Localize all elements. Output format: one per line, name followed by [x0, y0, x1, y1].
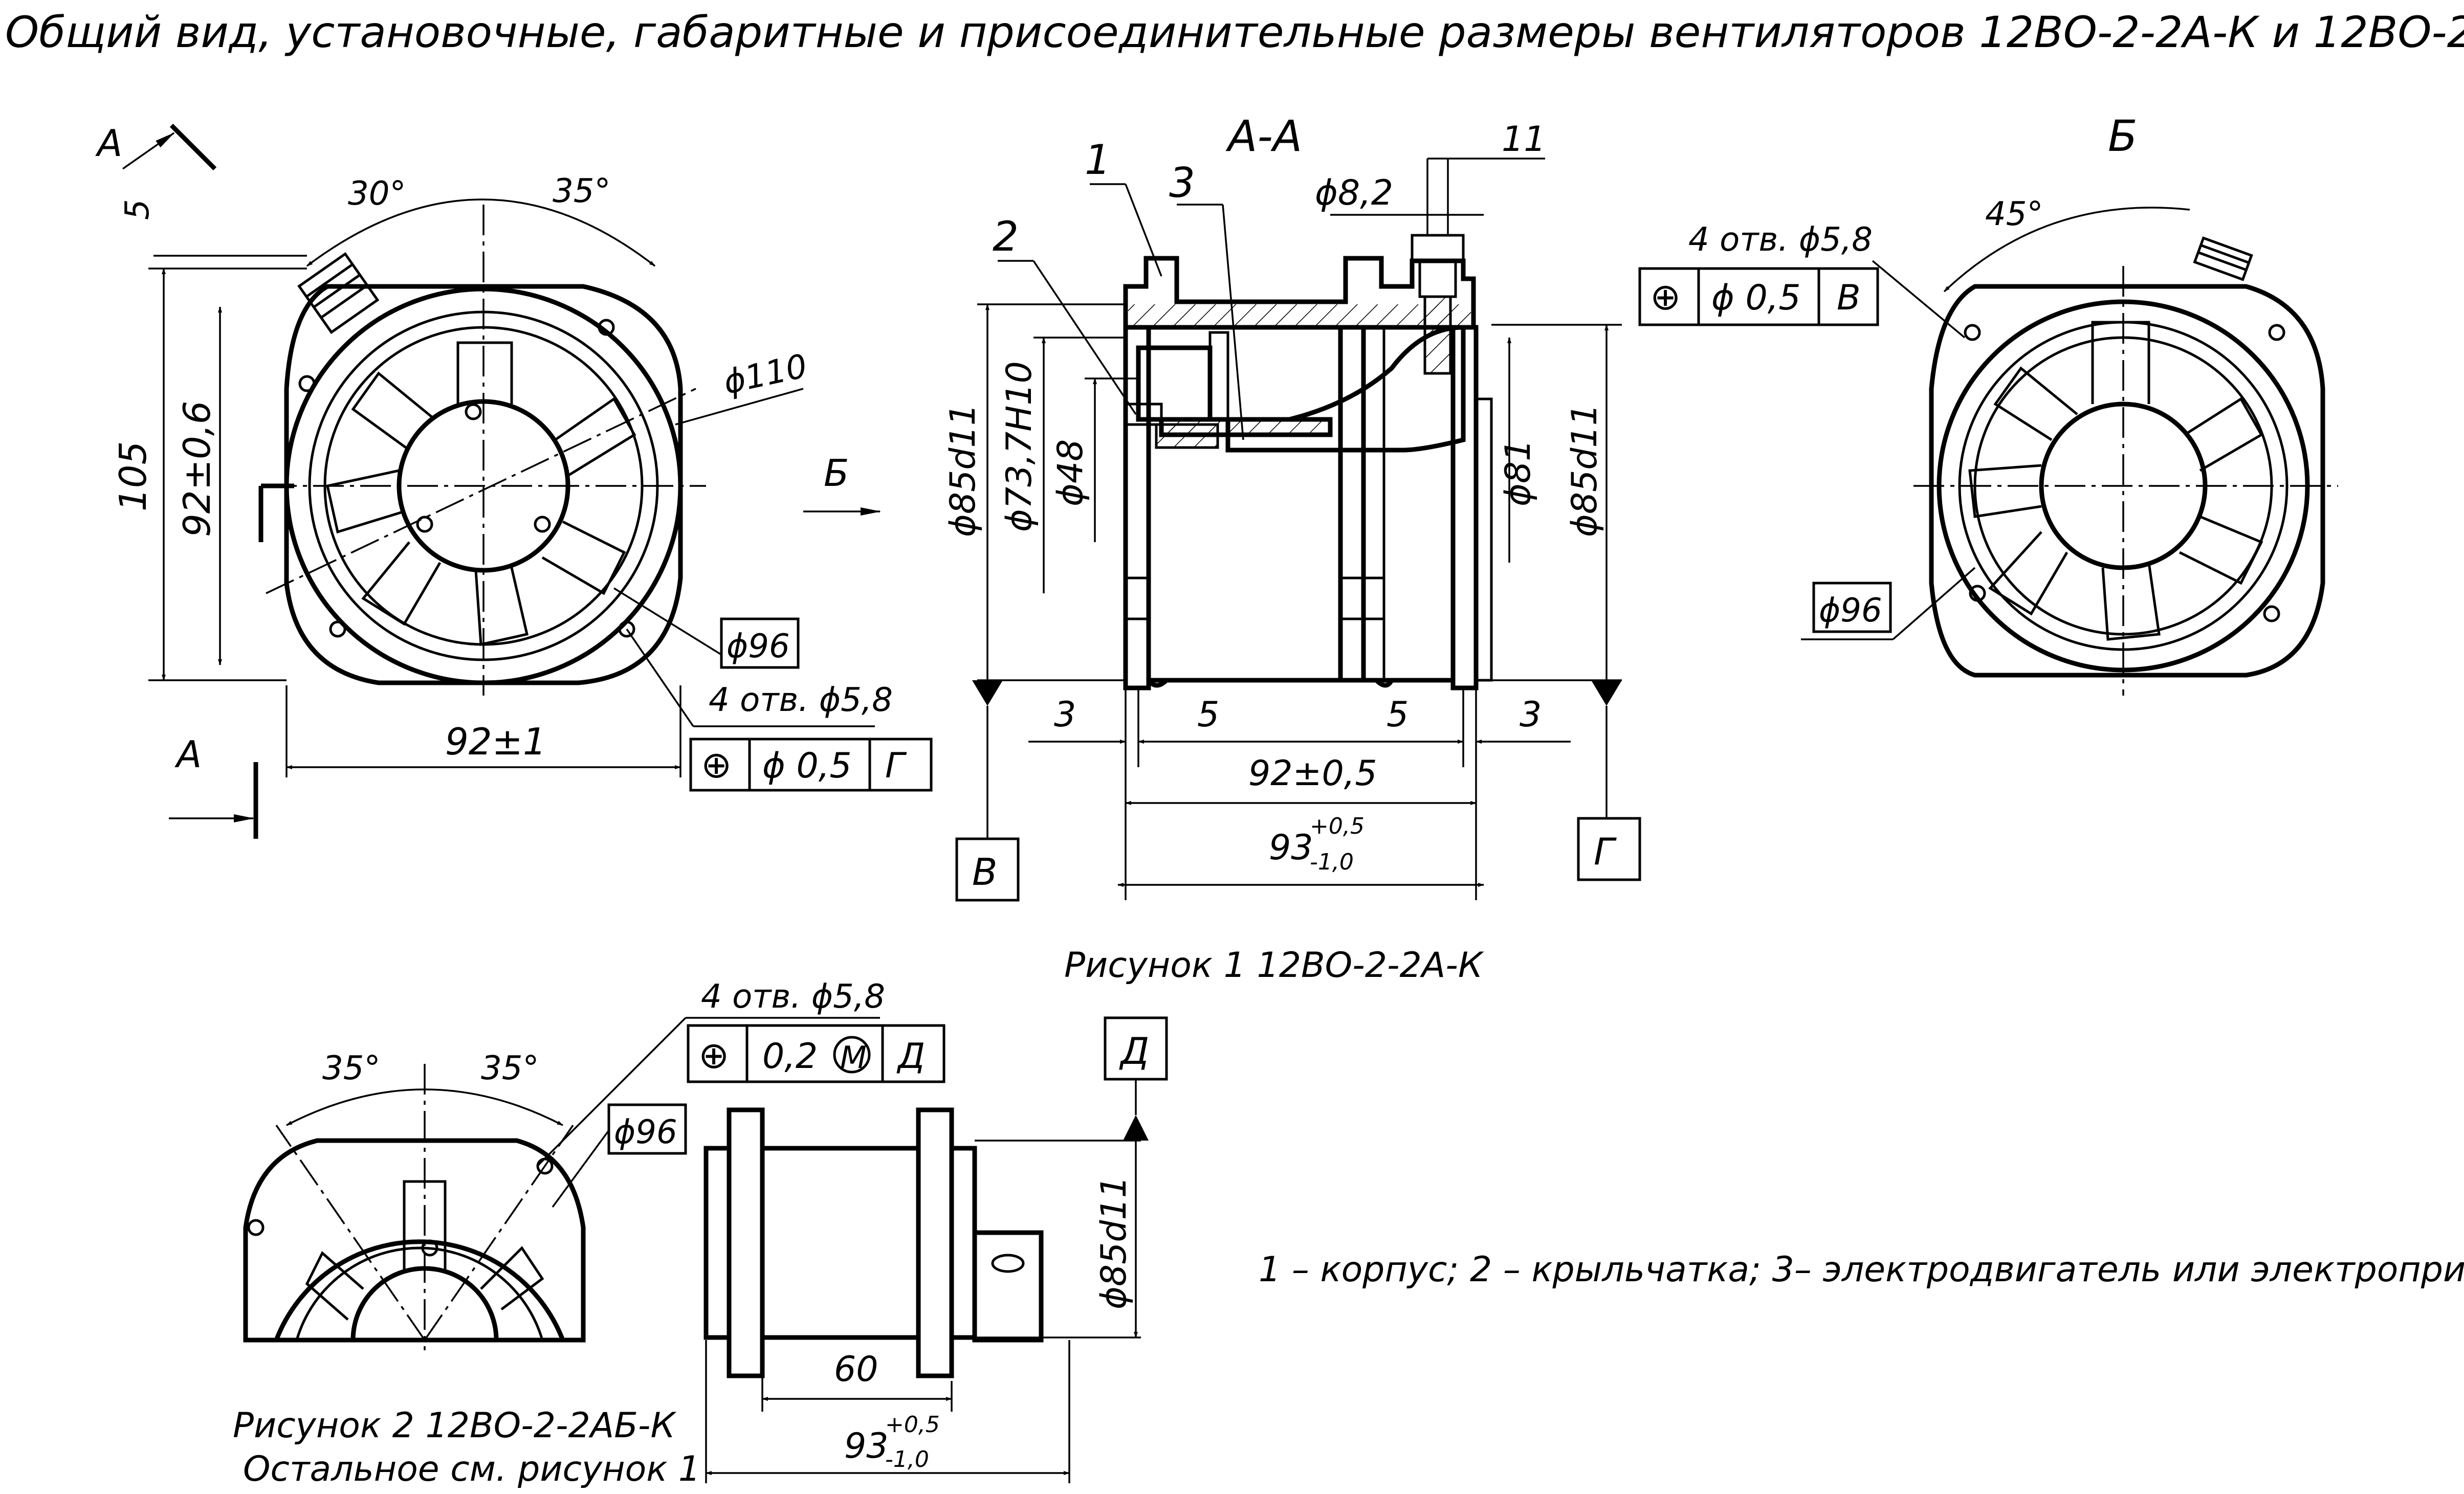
- section-connector: [1411, 234, 1465, 375]
- section-dim-92-05: 92±0,5: [1248, 753, 1377, 794]
- front-dim-5: 5: [119, 199, 157, 220]
- figure1-caption: Рисунок 1 12ВО-2-2А-К: [1064, 945, 1484, 986]
- front-hole-3: [329, 620, 346, 638]
- front-angle-35: 35°: [553, 172, 610, 210]
- section-dim-3-left: 3: [1054, 695, 1076, 735]
- fig1-section-view: А-А 1: [943, 111, 1641, 986]
- front-housing-outline: [284, 284, 683, 685]
- fig2-dim-93-base: 93: [844, 1426, 889, 1466]
- view-b-tol-value: ϕ 0,5: [1711, 278, 1801, 318]
- section-dim-d82: ϕ8,2: [1315, 173, 1393, 213]
- view-b-holes-label: 4 отв. ϕ5,8: [1688, 221, 1873, 259]
- fig1-view-b: Б 45° 4 отв. ϕ5,8: [1638, 111, 2338, 696]
- view-b-label: Б: [2108, 111, 2138, 161]
- view-b-tol-symbol: ⊕: [1650, 275, 1681, 318]
- section-dim-d48: ϕ48: [1050, 439, 1091, 506]
- section-housing: [1123, 256, 1476, 330]
- section-dim-5-left: 5: [1197, 695, 1219, 735]
- front-hole-4: [618, 620, 635, 638]
- fig2-tol-modifier: M: [840, 1040, 867, 1076]
- section-label: А-А: [1225, 111, 1302, 161]
- front-view-letter-b: Б: [824, 452, 849, 495]
- front-dim-d110: ϕ110: [720, 347, 810, 402]
- fig2-tol-symbol: ⊕: [698, 1034, 729, 1077]
- fig2-datum: Д: [1119, 1030, 1149, 1073]
- front-blades: [326, 341, 636, 646]
- fig2-tol-value: 0,2: [762, 1036, 818, 1077]
- section-dim-11: 11: [1502, 119, 1546, 160]
- figure2-caption-line1: Рисунок 2 12ВО-2-2АБ-К: [233, 1406, 676, 1446]
- fig2-dim-93-lower: -1,0: [885, 1446, 929, 1473]
- fig2-tolerance-frame: ⊕ 0,2 M Д: [687, 1024, 945, 1083]
- parts-legend: 1 – корпус; 2 – крыльчатка; 3– электродв…: [1259, 1250, 2464, 1290]
- section-dim-d737: ϕ73,7H10: [999, 361, 1040, 532]
- section-dim-93-upper: +0,5: [1310, 813, 1365, 839]
- figure2-caption-line2: Остальное см. рисунок 1: [243, 1449, 700, 1489]
- front-dim-d96: ϕ96: [727, 628, 790, 665]
- front-dim-92-06: 92±0,6: [175, 401, 218, 537]
- front-hole-2: [598, 319, 615, 336]
- front-connector: [297, 252, 380, 335]
- fig2-front-view: 35° 35° ϕ96 4 отв. ϕ5,8 ⊕ 0,2 M Д: [243, 978, 945, 1350]
- fig2-angle-35-left: 35°: [322, 1050, 380, 1087]
- view-b-tolerance-frame: ⊕ ϕ 0,5 В: [1638, 267, 1879, 326]
- front-dim-105: 105: [112, 441, 155, 511]
- fig2-angle-35-right: 35°: [481, 1050, 539, 1087]
- drawing-title: Общий вид, установочные, габаритные и пр…: [5, 7, 2464, 57]
- view-b-angle-45: 45°: [1985, 195, 2043, 233]
- section-part-1: 1: [1085, 136, 1111, 184]
- fig2-side-view: Д ϕ85d11 60 93 +0,5 -1,0: [703, 1016, 1168, 1483]
- front-tol-datum: Г: [885, 746, 907, 786]
- front-tol-symbol: ⊕: [701, 743, 732, 786]
- section-dim-d85d11-right: ϕ85d11: [1565, 404, 1605, 537]
- section-part-2: 2: [993, 213, 1019, 260]
- front-angle-30: 30°: [348, 175, 406, 213]
- view-b-housing: [1929, 284, 2325, 678]
- front-tolerance-frame: ⊕ ϕ 0,5 Г: [689, 738, 933, 792]
- section-dim-d81: ϕ81: [1498, 439, 1538, 506]
- front-dim-92-1: 92±1: [445, 720, 546, 763]
- fig2-dim-d96: ϕ96: [614, 1113, 677, 1151]
- front-tol-value: ϕ 0,5: [762, 746, 852, 786]
- fig2-tol-datum: Д: [896, 1036, 925, 1077]
- section-datum-right: Г: [1594, 830, 1617, 873]
- view-b-tol-datum: В: [1837, 278, 1861, 318]
- section-dim-3-right: 3: [1520, 695, 1542, 735]
- section-dim-d85d11-left: ϕ85d11: [943, 404, 983, 537]
- front-section-letter-bottom: А: [174, 733, 202, 776]
- section-part-3: 3: [1169, 159, 1195, 207]
- fig2-dim-93-upper: +0,5: [885, 1412, 940, 1438]
- front-hole-1: [298, 375, 316, 392]
- fig1-front-view: 30° 35° А А Б 105 92±0,6 5 92±1 ϕ110 ϕ96: [95, 122, 933, 839]
- fig2-holes-label: 4 отв. ϕ5,8: [701, 978, 885, 1016]
- front-section-letter-top: А: [95, 122, 122, 165]
- fig2-dim-60: 60: [834, 1349, 878, 1390]
- fig2-dim-d85d11: ϕ85d11: [1094, 1176, 1134, 1309]
- section-dim-93-base: 93: [1269, 828, 1313, 868]
- front-holes-label: 4 отв. ϕ5,8: [709, 681, 893, 719]
- section-dim-5-right: 5: [1387, 695, 1409, 735]
- view-b-dim-d96: ϕ96: [1819, 592, 1882, 630]
- section-datum-left: В: [972, 851, 997, 894]
- section-dim-93-lower: -1,0: [1310, 849, 1354, 875]
- view-b-blades: [1968, 321, 2263, 641]
